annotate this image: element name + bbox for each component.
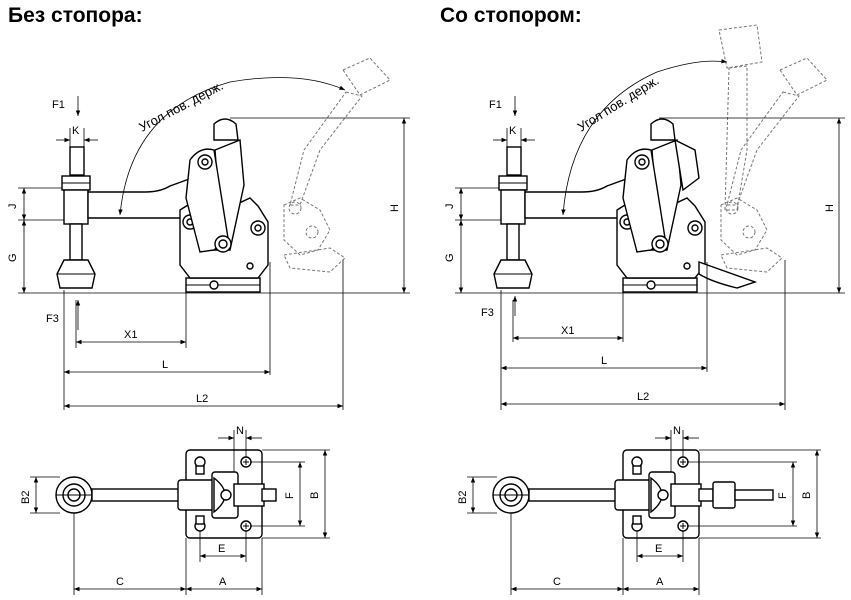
title-without-stopper: Без стопора:: [8, 4, 143, 27]
dim-l2-right: L2: [637, 391, 649, 403]
dim-f1-left: F1: [52, 99, 65, 111]
dim-a-left: A: [219, 576, 227, 588]
dim-h-right: H: [824, 204, 836, 212]
dim-l2-left: L2: [196, 393, 208, 405]
dim-f-left: F: [284, 492, 296, 499]
dim-f1-right: F1: [489, 99, 502, 111]
dim-l-left: L: [162, 359, 168, 371]
dim-b2-left: B2: [20, 491, 32, 504]
top-view-right: B2 F B E C A N: [457, 425, 821, 595]
dim-c-left: C: [116, 576, 124, 588]
dim-j-left: J: [7, 204, 19, 210]
angle-label-left: Угол пов. держ.: [136, 78, 225, 135]
title-with-stopper: Со стопором:: [440, 4, 582, 27]
dim-a-right: A: [656, 576, 664, 588]
dim-k-right: K: [509, 125, 517, 137]
dim-b2-right: B2: [457, 491, 469, 504]
top-view-left: B2 F B E C A N: [20, 425, 330, 595]
dim-c-right: C: [553, 576, 561, 588]
dim-k-left: K: [72, 125, 80, 137]
dim-f3-right: F3: [481, 307, 494, 319]
dim-j-right: J: [444, 204, 456, 210]
dim-e-left: E: [218, 543, 225, 555]
dim-b-left: B: [309, 492, 321, 499]
dim-f-right: F: [777, 492, 789, 499]
dim-n-right: N: [673, 425, 681, 437]
dim-g-right: G: [444, 253, 456, 262]
side-view-right: Угол пов. держ. F1: [444, 24, 845, 410]
dim-l-right: L: [601, 355, 607, 367]
dim-x1-left: X1: [124, 329, 137, 341]
side-view-left: Угол пов. держ. F1 K J G F3 X1 L L2 H: [7, 57, 410, 410]
dim-b-right: B: [801, 492, 813, 499]
dim-h-left: H: [389, 204, 401, 212]
dim-g-left: G: [7, 253, 19, 262]
dim-f3-left: F3: [46, 313, 59, 325]
angle-label-right: Угол пов. держ.: [575, 73, 662, 135]
dim-x1-right: X1: [561, 325, 574, 337]
dim-n-left: N: [236, 425, 244, 437]
dim-e-right: E: [655, 543, 662, 555]
